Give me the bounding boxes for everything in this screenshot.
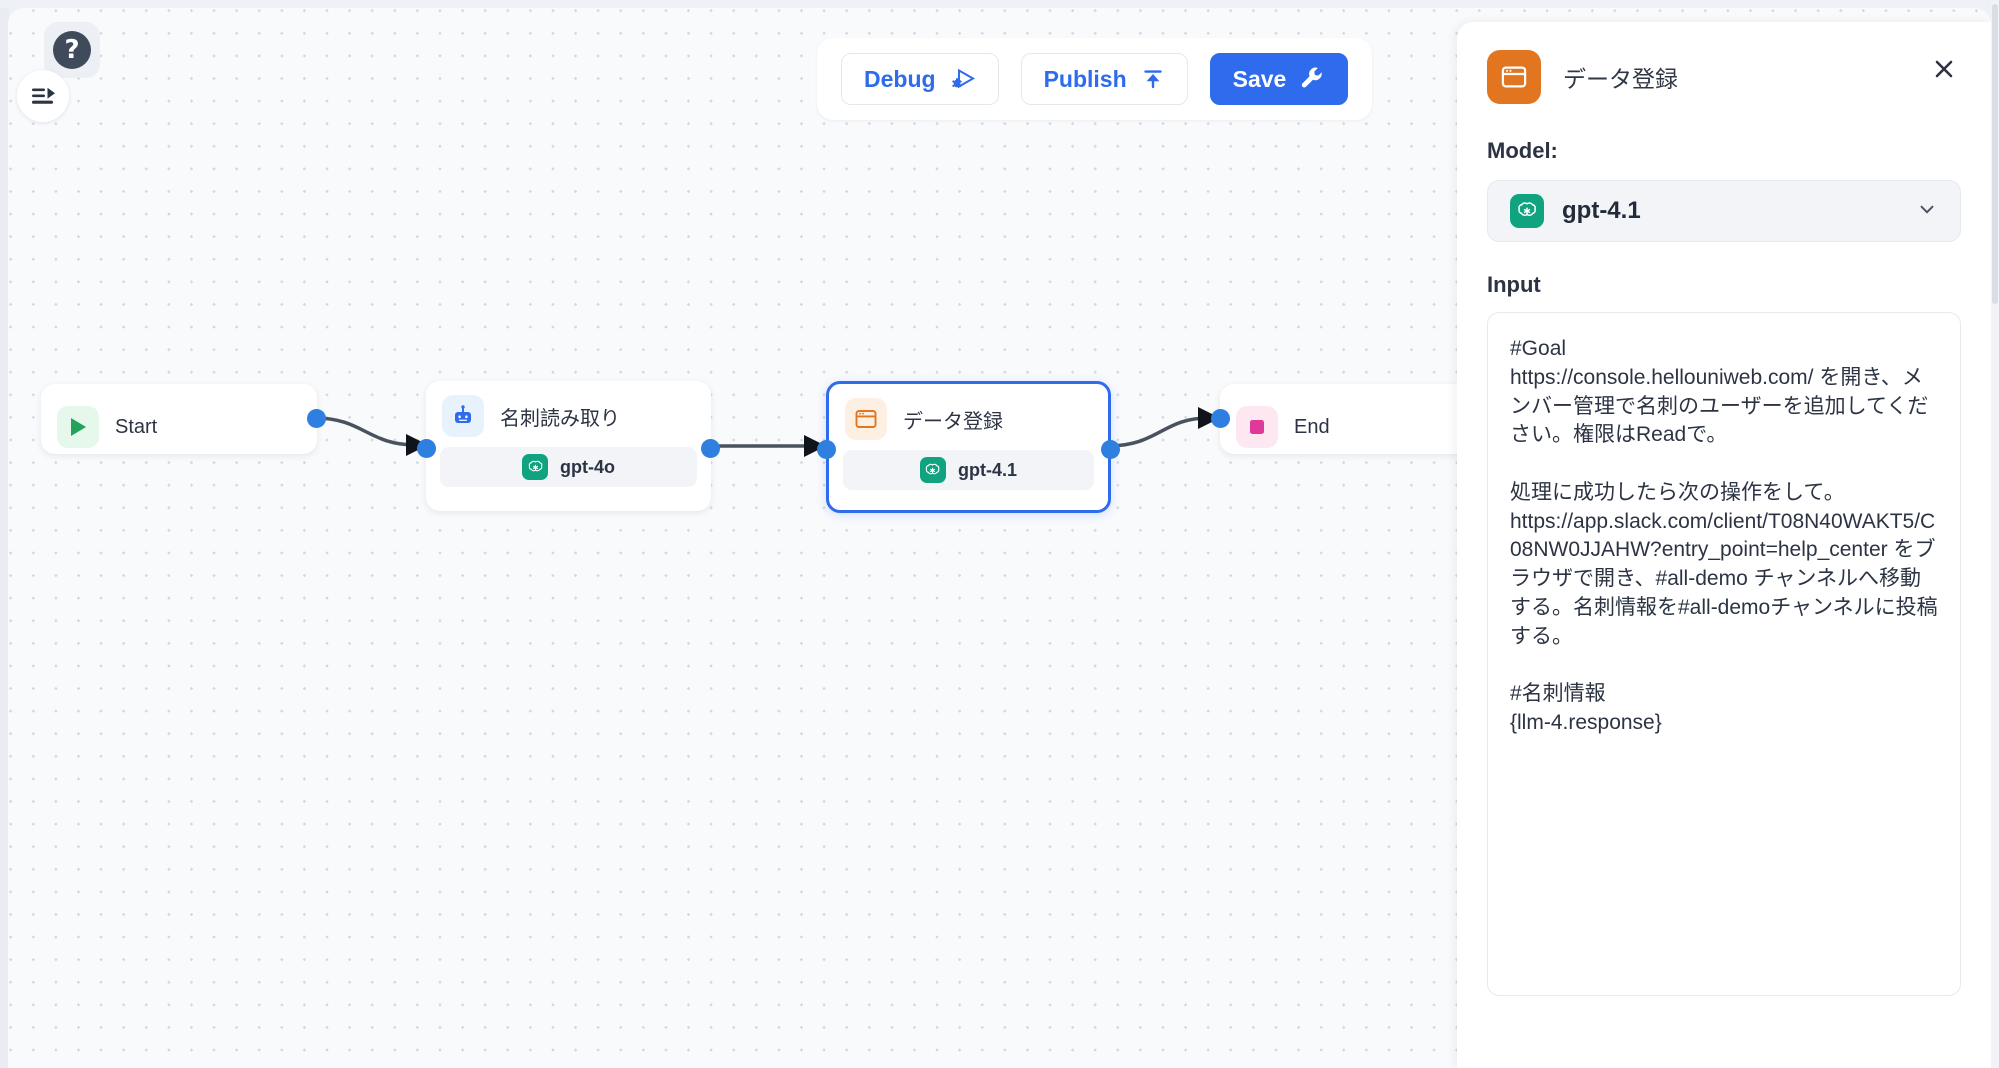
workflow-toolbar: Debug Publish (817, 38, 1373, 120)
chevron-down-icon (1916, 198, 1938, 225)
page-scrollbar-thumb[interactable] (1992, 4, 1998, 304)
help-button[interactable]: ? (44, 22, 100, 78)
panel-body: Model: gpt-4.1 Input #Goal https://conso… (1457, 138, 1991, 996)
node-meishi-yomitori[interactable]: 名刺読み取り gpt-4o (417, 381, 720, 511)
play-icon (57, 406, 99, 448)
wrench-icon (1300, 67, 1325, 92)
node-start[interactable]: Start (41, 384, 326, 454)
node-meishi-output-port[interactable] (701, 439, 720, 458)
node-data-touroku-title: データ登録 (903, 410, 1003, 433)
question-mark-icon: ? (53, 31, 91, 69)
sidebar-toggle-button[interactable] (17, 70, 69, 122)
node-data-touroku-model-name: gpt-4.1 (957, 459, 1017, 480)
upload-icon (1141, 67, 1165, 91)
node-start-title: Start (115, 415, 158, 438)
debug-run-icon (950, 67, 976, 91)
model-label: Model: (1487, 138, 1558, 163)
close-icon[interactable] (1927, 52, 1961, 86)
debug-button[interactable]: Debug (841, 53, 999, 105)
input-textarea[interactable]: #Goal https://console.hellouniweb.com/ を… (1487, 312, 1961, 996)
node-meishi-input-port[interactable] (417, 439, 436, 458)
robot-icon (442, 395, 484, 437)
node-end-title: End (1294, 415, 1330, 438)
node-data-touroku-model-chip: gpt-4.1 (843, 450, 1094, 490)
save-button[interactable]: Save (1209, 53, 1349, 105)
node-data-touroku-input-port[interactable] (817, 440, 836, 459)
browser-window-icon (845, 398, 887, 440)
node-meishi-title: 名刺読み取り (500, 407, 620, 430)
panel-expand-icon (32, 87, 55, 104)
node-end[interactable]: End (1211, 384, 1496, 454)
browser-window-icon (1487, 50, 1541, 104)
publish-button[interactable]: Publish (1020, 53, 1188, 105)
node-detail-panel: データ登録 Model: gpt-4.1 (1457, 22, 1991, 1068)
openai-icon (1510, 194, 1544, 228)
node-meishi-model-name: gpt-4o (560, 456, 615, 477)
openai-icon (522, 454, 548, 480)
canvas-left-gutter (0, 8, 9, 1068)
panel-header: データ登録 (1457, 22, 1991, 104)
page-scrollbar-track[interactable] (1991, 0, 1999, 1068)
model-select-value: gpt-4.1 (1562, 197, 1641, 224)
panel-title: データ登録 (1563, 66, 1678, 92)
publish-button-label: Publish (1043, 65, 1127, 92)
node-start-output-port[interactable] (307, 409, 326, 428)
model-select[interactable]: gpt-4.1 (1487, 180, 1961, 242)
node-meishi-model-chip: gpt-4o (440, 447, 697, 487)
node-data-touroku-output-port[interactable] (1101, 440, 1120, 459)
stop-square-icon (1236, 406, 1278, 448)
debug-button-label: Debug (864, 65, 936, 92)
edge-layer (314, 407, 1220, 457)
node-end-input-port[interactable] (1211, 409, 1230, 428)
save-button-label: Save (1232, 65, 1287, 92)
openai-icon (919, 457, 946, 483)
input-label: Input (1487, 272, 1541, 297)
node-data-touroku[interactable]: データ登録 gpt-4.1 (817, 381, 1120, 513)
